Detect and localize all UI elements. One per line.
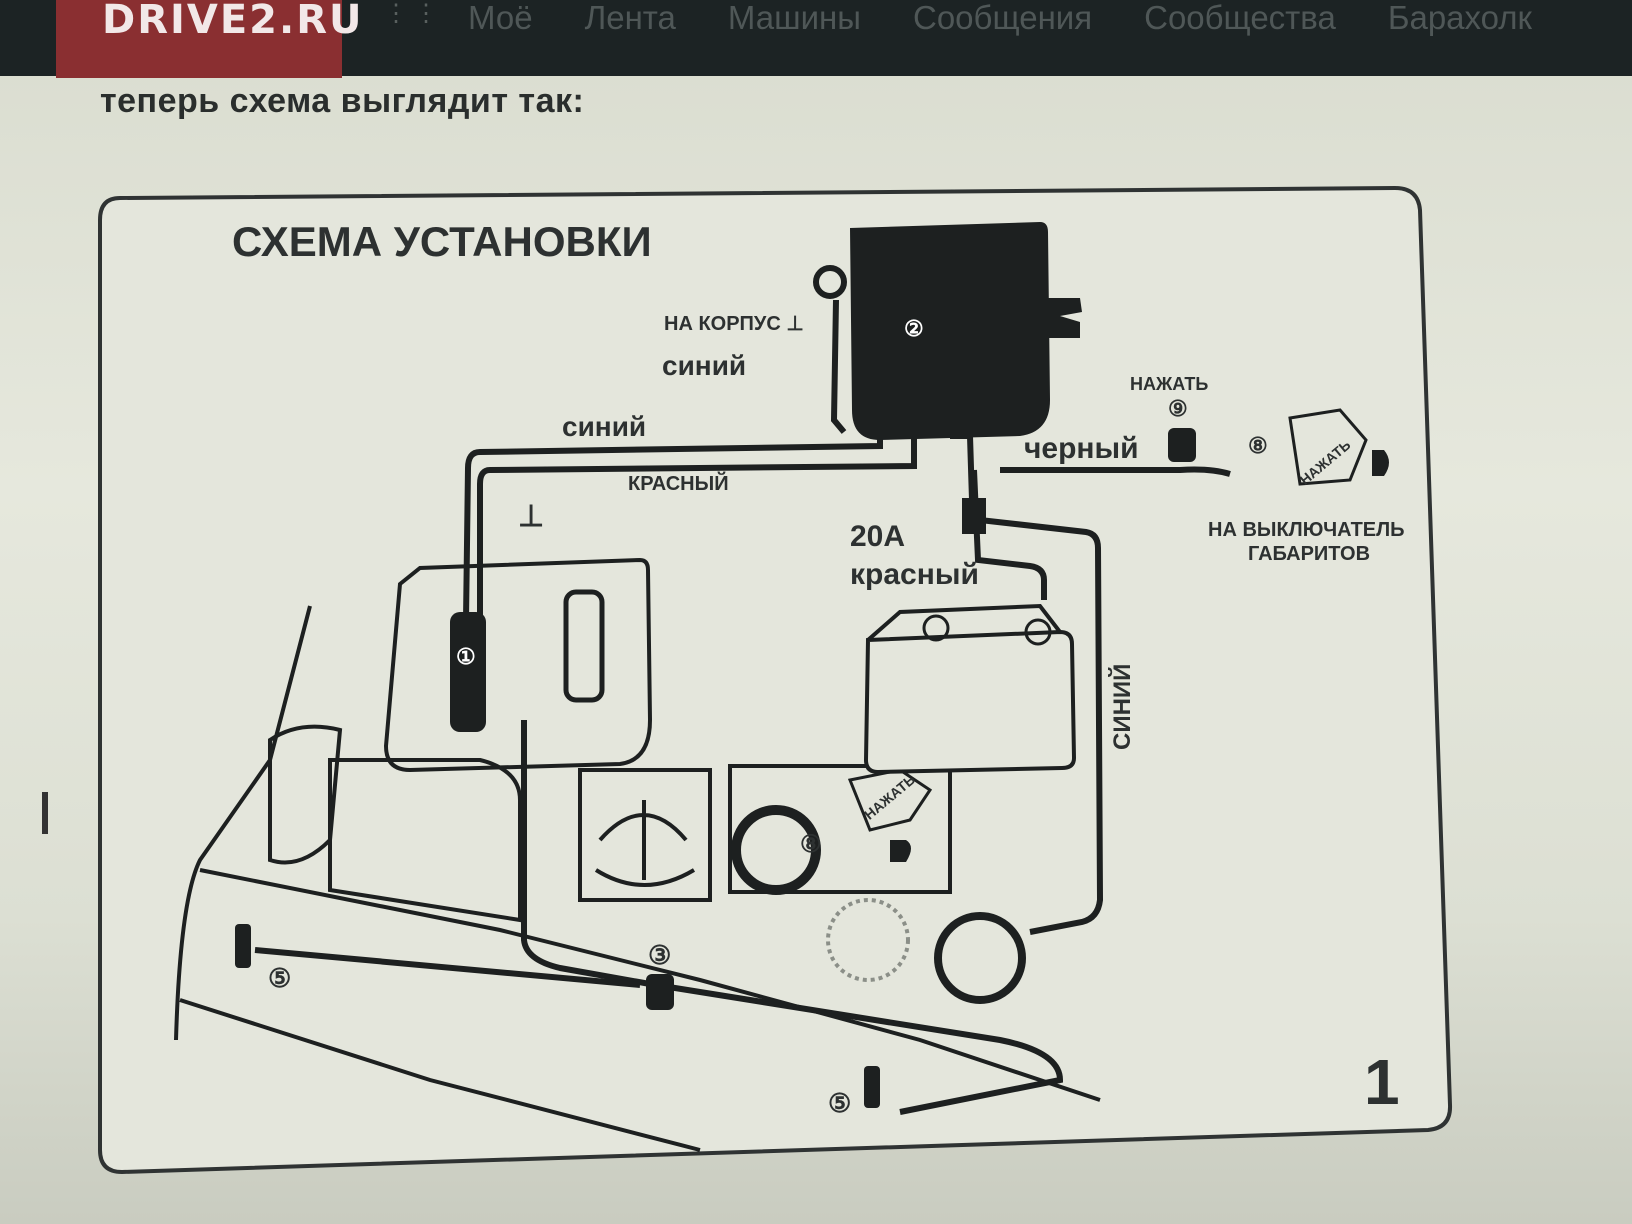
callout-8a: ⑧ xyxy=(800,831,822,858)
button-9 xyxy=(1168,428,1196,462)
top-navigation-bar: DRIVE2.RU ⋮⋮ Моё Лента Машины Сообщения … xyxy=(0,0,1632,78)
label-switch-1: НА ВЫКЛЮЧАТЕЛЬ xyxy=(1208,519,1405,541)
unit-mount-tab xyxy=(1048,298,1082,338)
nav-item-soobshcheniya[interactable]: Сообщения xyxy=(913,0,1093,36)
callout-3: ③ xyxy=(648,940,671,970)
nav-item-mashiny[interactable]: Машины xyxy=(727,0,861,36)
pump-1 xyxy=(450,612,486,732)
control-unit xyxy=(850,222,1050,440)
site-logo[interactable]: DRIVE2.RU xyxy=(56,0,361,78)
text-cursor-mark xyxy=(42,792,48,834)
label-siniy-1: синий xyxy=(662,350,746,381)
label-siniy-2: синий xyxy=(562,411,646,442)
site-logo-text: DRIVE2.RU xyxy=(102,0,364,43)
burst-2 xyxy=(1288,408,1368,486)
headlight-icon-2 xyxy=(1372,450,1389,476)
label-switch-2: ГАБАРИТОВ xyxy=(1248,543,1370,565)
washer-tank xyxy=(383,557,653,773)
label-fuse: 20А xyxy=(850,520,905,553)
nav-item-lenta[interactable]: Лента xyxy=(584,0,676,36)
headlight-icon-1 xyxy=(890,840,911,862)
callout-9: ⑨ xyxy=(1168,396,1188,421)
horn-2 xyxy=(826,898,910,982)
intro-text: теперь схема выглядит так: xyxy=(100,82,585,120)
callout-5a: ⑤ xyxy=(268,963,291,993)
car-body-outline xyxy=(174,605,1101,1152)
horn-1 xyxy=(934,912,1026,1004)
main-nav: Моё Лента Машины Сообщения Сообщества Ба… xyxy=(468,0,1584,40)
fuse xyxy=(962,498,986,534)
battery xyxy=(863,629,1077,775)
switch-inset xyxy=(728,764,952,894)
diagram-frame xyxy=(98,185,1453,1175)
label-krasny-small: КРАСНЫЙ xyxy=(628,471,729,495)
nav-item-moe[interactable]: Моё xyxy=(468,0,533,36)
page-number: 1 xyxy=(1364,1046,1400,1118)
label-cherny: черный xyxy=(1024,432,1139,465)
label-nazhat: НАЖАТЬ xyxy=(1130,374,1208,394)
nav-item-baraholka[interactable]: Барахолк xyxy=(1387,0,1532,36)
ground-lug xyxy=(813,265,847,299)
callout-2: ② xyxy=(904,316,924,341)
label-krasny: красный xyxy=(850,558,979,591)
label-na-korpus: НА КОРПУС ⊥ xyxy=(664,313,804,335)
nozzles xyxy=(235,924,880,1108)
nav-item-soobshchestva[interactable]: Сообщества xyxy=(1144,0,1336,36)
callout-5b: ⑤ xyxy=(828,1088,851,1118)
ground-symbol: ⊥ xyxy=(518,500,544,533)
label-siniy-vertical: СИНИЙ xyxy=(1108,664,1136,750)
callout-1: ① xyxy=(456,644,476,669)
pump-2 xyxy=(563,589,605,703)
callout-8b: ⑧ xyxy=(1248,433,1268,458)
diagram-title: СХЕМА УСТАНОВКИ xyxy=(232,218,652,265)
